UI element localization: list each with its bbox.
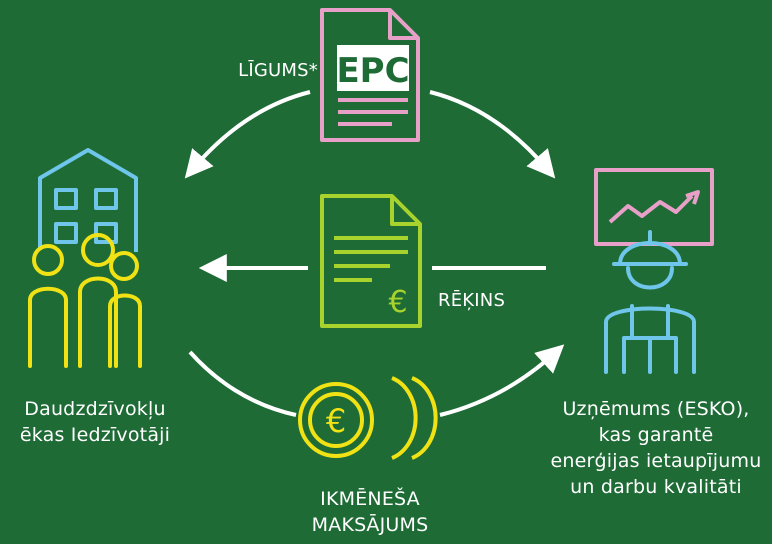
residents-label: Daudzdzīvokļu ēkas Iedzīvotāji	[0, 396, 190, 448]
payment-arrow-right	[439, 344, 565, 417]
epc-title: EPC	[336, 51, 409, 91]
esco-label-line: un darbu kvalitāti	[570, 476, 742, 498]
contract-arrow-right	[429, 90, 556, 179]
contract-label: LĪGUMS*	[238, 60, 318, 81]
invoice-label: RĒĶINS	[438, 290, 506, 311]
contract-arrow-left	[184, 90, 311, 179]
invoice-document-icon	[320, 194, 422, 328]
payment-label-line: MAKSĀJUMS	[311, 514, 429, 536]
esco-label-line: Uzņēmums (ESKO),	[562, 398, 750, 420]
residents-label-line: ēkas Iedzīvotāji	[19, 424, 171, 446]
esco-label-line: kas garantē	[598, 424, 714, 446]
payment-arrow-left	[188, 350, 297, 417]
euro-coins-icon	[298, 376, 438, 460]
engineer-worker-icon	[604, 230, 696, 374]
growth-chart-icon	[594, 168, 714, 246]
apartment-building-icon	[38, 148, 138, 252]
esco-label: Uzņēmums (ESKO), kas garantē enerģijas i…	[540, 396, 772, 500]
esco-label-line: enerģijas ietaupījumu	[550, 450, 762, 472]
residents-family-icon	[28, 233, 142, 368]
payment-label: IKMĒNEŠA MAKSĀJUMS	[270, 486, 470, 538]
coin-euro-symbol: €	[326, 402, 346, 440]
residents-label-line: Daudzdzīvokļu	[24, 398, 166, 420]
epc-document-icon	[320, 8, 420, 142]
invoice-euro-symbol: €	[388, 285, 407, 320]
payment-label-line: IKMĒNEŠA	[320, 488, 420, 510]
